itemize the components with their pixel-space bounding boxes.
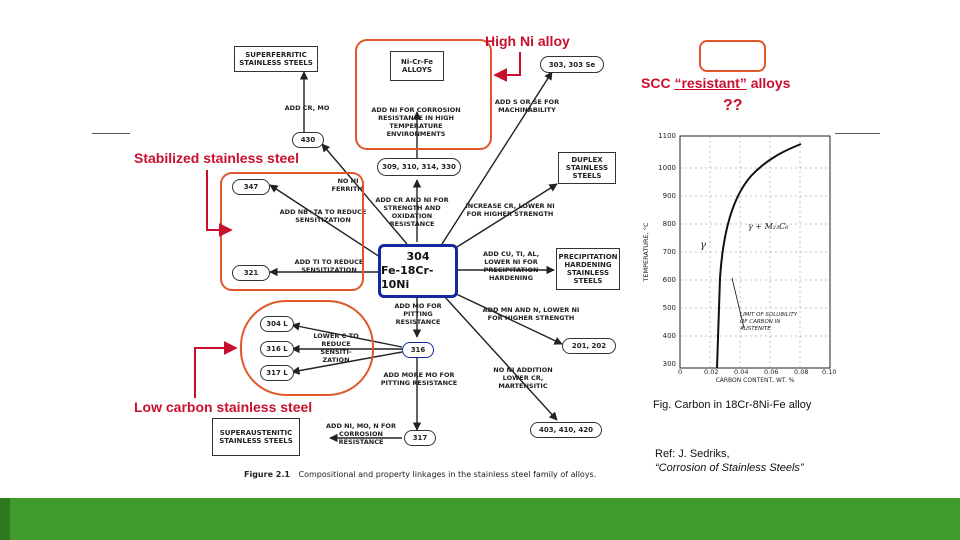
reference: Ref: J. Sedriks, “Corrosion of Stainless… <box>655 447 804 475</box>
chart-ylabel: TEMPERATURE, °C <box>642 222 650 282</box>
label-add-cr-ni: ADD Cr AND Ni FOR STRENGTH AND OXIDATION… <box>375 196 449 228</box>
ytick: 800 <box>662 220 676 228</box>
divider-right <box>835 133 880 134</box>
annotation-scc-c: alloys <box>746 75 791 91</box>
limit-annotation: LIMIT OF SOLUBILITY OF CARBON IN AUSTENI… <box>740 312 798 332</box>
phase-chart: TEMPERATURE, °C 1100 1000 900 800 700 60… <box>636 128 836 388</box>
ytick: 400 <box>662 332 676 340</box>
box-superferritic: SUPERFERRITIC STAINLESS STEELS <box>234 46 318 72</box>
label-add-ti: ADD Ti TO REDUCE SENSITIZATION <box>294 258 364 274</box>
annotation-scc-a: SCC <box>641 75 675 91</box>
label-ni-mo-n: ADD Ni, Mo, N FOR CORROSION RESISTANCE <box>326 422 396 446</box>
annotation-stabilized: Stabilized stainless steel <box>134 150 299 166</box>
ytick: 900 <box>662 192 676 200</box>
label-cu-ti-al: ADD Cu, Ti, Al, LOWER Ni FOR PRECIPITATI… <box>482 250 540 282</box>
center-composition: Fe-18Cr-10Ni <box>381 264 434 291</box>
xtick: 0.10 <box>822 368 837 376</box>
label-no-ni-martensitic: No Ni ADDITION LOWER Cr, MARTENSITIC <box>493 366 553 390</box>
divider-left <box>92 133 130 134</box>
reference-line2: “Corrosion of Stainless Steels” <box>655 462 804 474</box>
region-gamma-carbide: γ + M₂₃C₆ <box>748 222 789 231</box>
footer-bar <box>0 498 960 540</box>
box-304-center: 304 Fe-18Cr-10Ni <box>378 244 458 298</box>
box-precipitation-hardening: PRECIPITATION HARDENING STAINLESS STEELS <box>556 248 620 290</box>
chart-caption: Fig. Carbon in 18Cr-8Ni-Fe alloy <box>653 399 812 411</box>
center-grade: 304 <box>406 250 430 263</box>
pill-347: 347 <box>232 179 270 195</box>
label-increase-cr: INCREASE Cr, LOWER Ni FOR HIGHER STRENGT… <box>465 202 555 218</box>
ytick: 300 <box>662 360 676 368</box>
xtick: 0 <box>678 368 683 376</box>
pill-321: 321 <box>232 265 270 281</box>
figure-caption: Figure 2.1 Compositional and property li… <box>244 470 634 479</box>
pill-316: 316 <box>402 342 434 358</box>
chart-xlabel: CARBON CONTENT, WT. % <box>715 377 795 384</box>
label-mn-n: ADD Mn AND N, LOWER Ni FOR HIGHER STRENG… <box>482 306 580 322</box>
annotation-scc-b: “resistant” <box>674 75 747 91</box>
region-gamma: γ <box>700 240 706 251</box>
annotation-question: ?? <box>723 97 743 114</box>
label-ni-corrosion: ADD Ni FOR CORROSION RESISTANCE IN HIGH … <box>371 106 461 138</box>
pill-430: 430 <box>292 132 324 148</box>
xtick: 0.06 <box>764 368 779 376</box>
label-no-ni-ferritic: No Ni FERRITIC <box>331 177 365 193</box>
label-add-nb-ta: ADD Nb+Ta TO REDUCE SENSITIZATION <box>279 208 367 224</box>
label-add-cr-mo: ADD Cr, Mo <box>284 104 330 112</box>
figure-number: Figure 2.1 <box>244 470 290 479</box>
pill-201: 201, 202 <box>562 338 616 354</box>
ytick: 500 <box>662 304 676 312</box>
ytick: 1100 <box>658 132 676 140</box>
ytick: 600 <box>662 276 676 284</box>
highlight-low-carbon <box>240 300 374 396</box>
phase-chart-svg <box>679 135 831 369</box>
pill-303: 303, 303 Se <box>540 56 604 73</box>
label-add-mo-pitting: ADD Mo FOR PITTING RESISTANCE <box>394 302 442 326</box>
highlight-high-ni <box>355 39 492 150</box>
xtick: 0.04 <box>734 368 749 376</box>
xtick: 0.08 <box>794 368 809 376</box>
label-add-s-se: ADD S OR Se FOR MACHINABILITY <box>494 98 560 114</box>
highlight-stabilized <box>220 172 364 291</box>
annotation-scc: SCC “resistant” alloys <box>641 75 790 91</box>
box-ni-cr-fe: Ni-Cr-Fe ALLOYS <box>390 51 444 81</box>
pill-309: 309, 310, 314, 330 <box>377 158 461 176</box>
label-add-more-mo: ADD MORE Mo FOR PITTING RESISTANCE <box>380 371 458 387</box>
pill-403: 403, 410, 420 <box>530 422 602 438</box>
ytick: 700 <box>662 248 676 256</box>
box-superaustenitic: SUPERAUSTENITIC STAINLESS STEELS <box>212 418 300 456</box>
footer-accent <box>0 498 10 540</box>
ytick: 1000 <box>658 164 676 172</box>
xtick: 0.02 <box>704 368 719 376</box>
highlight-scc <box>699 40 766 72</box>
x-ticks: 0 0.02 0.04 0.06 0.08 0.10 <box>672 368 842 378</box>
annotation-low-carbon: Low carbon stainless steel <box>134 399 313 415</box>
annotation-high-ni: High Ni alloy <box>485 33 570 49</box>
figure-caption-text: Compositional and property linkages in t… <box>298 470 597 479</box>
reference-line1: Ref: J. Sedriks, <box>655 448 730 460</box>
box-duplex: DUPLEX STAINLESS STEELS <box>558 152 616 184</box>
pill-317: 317 <box>404 430 436 446</box>
